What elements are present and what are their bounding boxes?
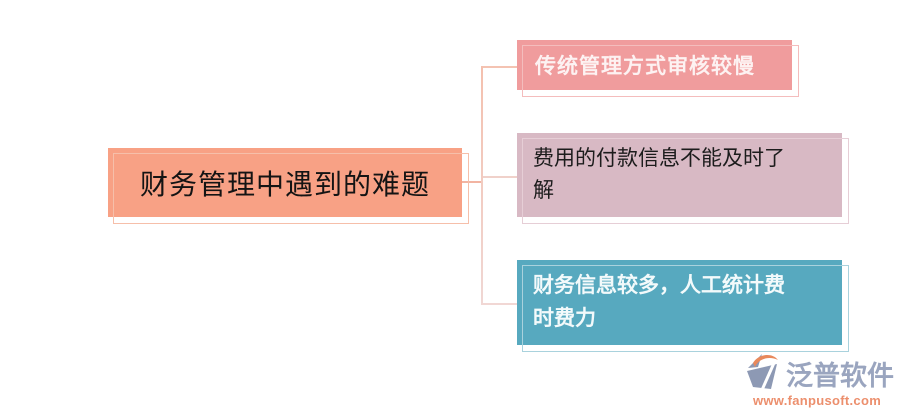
connector-branch-top (483, 66, 517, 68)
branch-node-3: 财务信息较多，人工统计费时费力 (517, 260, 849, 352)
branch-node-3-label: 财务信息较多，人工统计费时费力 (533, 274, 785, 330)
watermark: 泛普软件 www.fanpusoft.com (741, 351, 894, 408)
watermark-logo-row: 泛普软件 (741, 351, 894, 396)
root-node-label: 财务管理中遇到的难题 (139, 168, 430, 200)
watermark-brand: 泛普软件 (786, 361, 894, 391)
branch-node-1-label: 传统管理方式审核较慢 (535, 55, 755, 78)
root-node: 财务管理中遇到的难题 (108, 148, 469, 224)
branch-node-1: 传统管理方式审核较慢 (517, 40, 799, 97)
branch-node-2-label: 费用的付款信息不能及时了解 (533, 147, 785, 202)
watermark-url: www.fanpusoft.com (752, 393, 882, 408)
branch-node-2: 费用的付款信息不能及时了解 (517, 133, 849, 224)
connector-branch-middle (483, 176, 517, 178)
connector-root-stub (462, 181, 482, 183)
fanpu-logo-icon (741, 351, 783, 396)
connector-branch-bottom (483, 303, 517, 305)
connector-trunk (481, 66, 483, 305)
